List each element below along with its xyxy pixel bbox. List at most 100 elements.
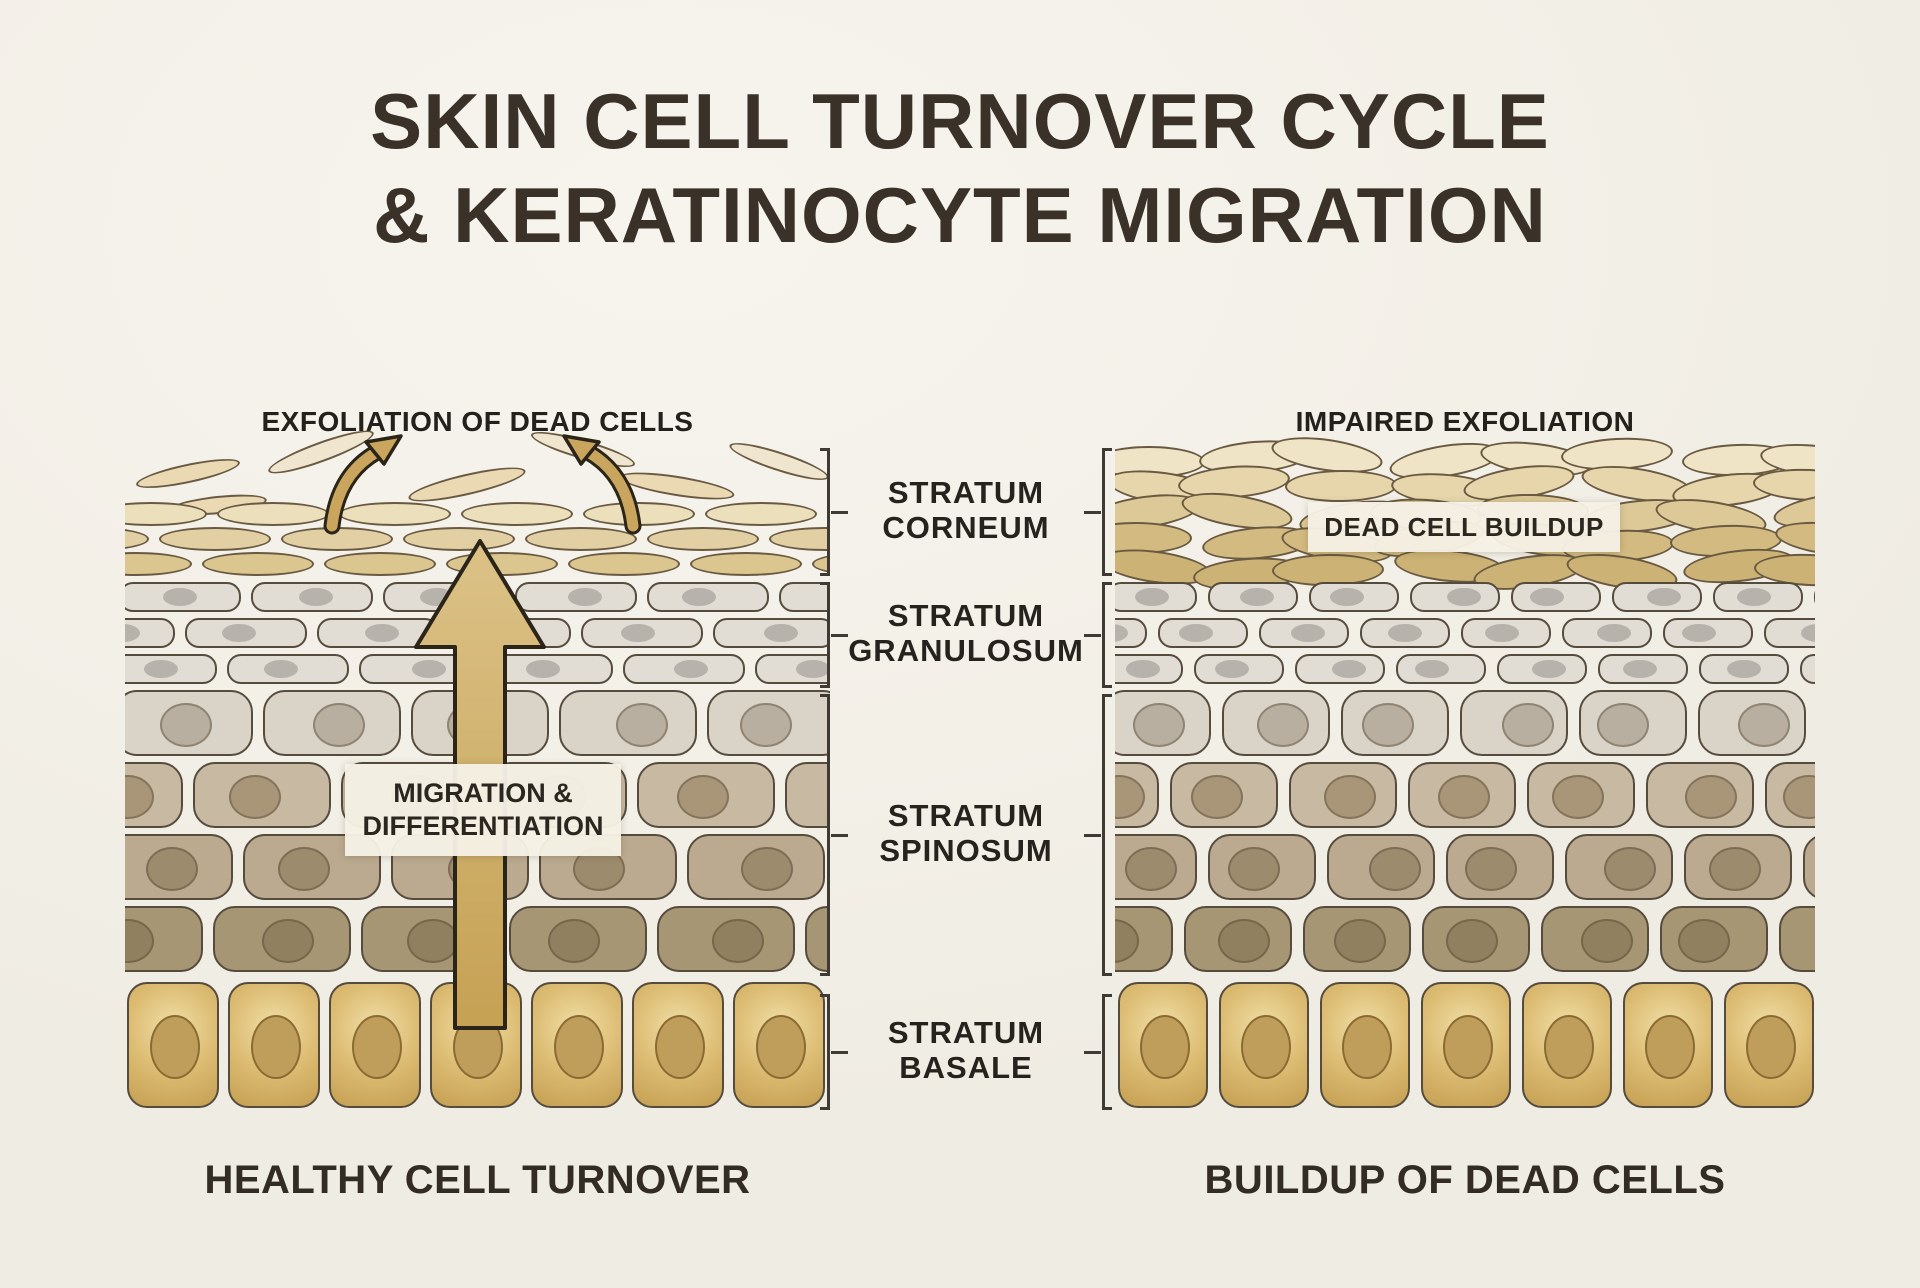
skin-cell <box>1219 982 1309 1108</box>
skin-cell <box>361 906 499 972</box>
cell-nucleus <box>676 775 729 819</box>
corneum-cell <box>705 502 817 526</box>
skin-cell <box>1115 906 1173 972</box>
skin-cell <box>125 690 253 756</box>
skin-cell <box>1800 654 1815 684</box>
cell-nucleus <box>1125 847 1178 891</box>
skin-cell <box>1522 982 1612 1108</box>
skin-cell <box>805 906 830 972</box>
cell-nucleus <box>740 847 793 891</box>
skin-cell <box>1327 834 1435 900</box>
skin-cell <box>430 982 522 1108</box>
skin-cell <box>1497 654 1587 684</box>
skin-cell <box>1598 654 1688 684</box>
corneum-cell <box>324 552 436 576</box>
skin-cell <box>1410 582 1500 612</box>
skin-cell <box>125 618 175 648</box>
skin-cell <box>243 834 381 900</box>
cell-nucleus <box>682 588 717 606</box>
skin-cell <box>127 982 219 1108</box>
layer-bracket-right <box>1102 448 1112 576</box>
skin-cell <box>779 582 830 612</box>
skin-cell <box>1115 618 1147 648</box>
cell-nucleus <box>1125 660 1160 678</box>
cell-nucleus <box>1736 588 1771 606</box>
cell-nucleus <box>1334 919 1387 963</box>
cell-nucleus <box>1133 703 1185 747</box>
skin-cell <box>329 982 421 1108</box>
skin-cell <box>1527 762 1635 828</box>
skin-cell <box>251 582 373 612</box>
layer-bracket-left <box>820 448 830 576</box>
cell-nucleus <box>1530 588 1565 606</box>
skin-cell <box>1764 618 1815 648</box>
skin-cell <box>317 618 439 648</box>
cell-nucleus <box>420 588 455 606</box>
skin-cell <box>1779 906 1815 972</box>
healthy-caption: HEALTHY CELL TURNOVER <box>204 1158 751 1202</box>
migration-label-box: MIGRATION & DIFFERENTIATION <box>345 764 621 856</box>
corneum-cell <box>525 527 637 551</box>
corneum-cell <box>568 552 680 576</box>
cell-nucleus <box>1464 847 1517 891</box>
skin-cell <box>1565 834 1673 900</box>
cell-nucleus <box>493 624 528 642</box>
cell-nucleus <box>222 624 257 642</box>
cell-nucleus <box>1257 703 1310 747</box>
cell-nucleus <box>1603 847 1656 891</box>
cell-nucleus <box>1368 847 1421 891</box>
cell-nucleus <box>712 919 765 963</box>
cell-nucleus <box>1531 660 1566 678</box>
skin-cell <box>1446 834 1554 900</box>
corneum-cell <box>125 527 149 551</box>
page-title-line-1: SKIN CELL TURNOVER CYCLE <box>370 77 1550 165</box>
layer-label-spinosum: STRATUM SPINOSUM <box>879 798 1053 868</box>
buildup-caption: BUILDUP OF DEAD CELLS <box>1204 1158 1726 1202</box>
skin-cell <box>1115 834 1197 900</box>
impaired-panel <box>1115 430 1815 1122</box>
skin-cell <box>1421 982 1511 1108</box>
corneum-cell <box>159 527 271 551</box>
skin-cell <box>755 654 830 684</box>
cell-nucleus <box>1501 703 1554 747</box>
skin-cell <box>359 654 481 684</box>
cell-nucleus <box>1443 1015 1493 1079</box>
layer-bracket-tick <box>831 511 848 514</box>
layer-bracket-tick <box>1084 634 1101 637</box>
skin-cell <box>1408 762 1516 828</box>
skin-cell <box>383 582 505 612</box>
cell-nucleus <box>1709 847 1762 891</box>
cell-nucleus <box>1800 624 1815 642</box>
skin-cell <box>1461 618 1551 648</box>
cell-nucleus <box>352 1015 402 1079</box>
cell-nucleus <box>261 919 314 963</box>
cell-nucleus <box>1115 775 1145 819</box>
cell-nucleus <box>554 1015 604 1079</box>
skin-cell <box>1541 906 1649 972</box>
layer-bracket-tick <box>1084 834 1101 837</box>
skin-cell <box>193 762 331 828</box>
cell-nucleus <box>1484 624 1519 642</box>
cell-nucleus <box>795 660 830 678</box>
cell-nucleus <box>125 775 154 819</box>
cell-nucleus <box>615 703 668 747</box>
cell-nucleus <box>547 919 600 963</box>
layer-bracket-left <box>820 694 830 976</box>
cell-nucleus <box>620 624 655 642</box>
corneum-cell <box>202 552 314 576</box>
skin-cell <box>1115 582 1197 612</box>
skin-cell <box>733 982 825 1108</box>
cell-nucleus <box>1678 919 1731 963</box>
skin-cell <box>1803 834 1815 900</box>
cell-nucleus <box>453 1015 503 1079</box>
skin-cell <box>1295 654 1385 684</box>
cell-nucleus <box>407 919 460 963</box>
cell-nucleus <box>150 1015 200 1079</box>
layer-bracket-right <box>1102 994 1112 1110</box>
skin-cell <box>449 618 571 648</box>
cell-nucleus <box>1331 660 1366 678</box>
cell-nucleus <box>1239 588 1274 606</box>
cell-nucleus <box>1746 1015 1796 1079</box>
skin-cell <box>1623 982 1713 1108</box>
skin-cell <box>1158 618 1248 648</box>
